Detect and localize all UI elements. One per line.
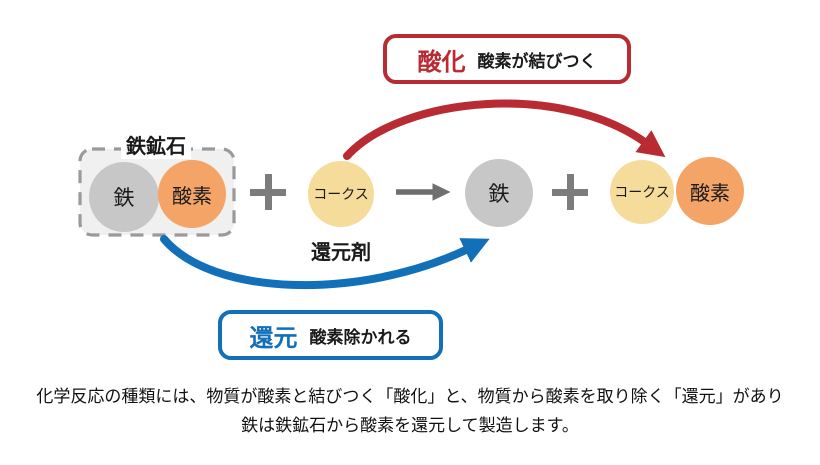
plus-bar-vertical [566, 174, 574, 210]
coke-circle: コークス [308, 161, 374, 227]
plus-icon [250, 174, 286, 210]
reduction-description: 酸素除かれる [309, 327, 412, 347]
reduction-title: 還元 [249, 324, 298, 352]
explanation-line-2: 鉄は鉄鉱石から酸素を還元して製造します。 [241, 415, 579, 435]
explanation-text: 化学反応の種類には、物質が酸素と結びつく「酸化」と、物質から酸素を取り除く「還元… [0, 383, 820, 440]
reduction-label-box: 還元 酸素除かれる [218, 310, 443, 360]
plus-icon [552, 174, 588, 210]
result-iron-circle: 鉄 [465, 159, 533, 227]
result-coke-circle: コークス [610, 160, 674, 224]
iron-ore-label: 鉄鉱石 [121, 130, 191, 159]
oxidation-title: 酸化 [417, 48, 466, 76]
explanation-line-1: 化学反応の種類には、物質が酸素と結びつく「酸化」と、物質から酸素を取り除く「還元… [36, 387, 784, 406]
reduction-arrow-icon [160, 235, 490, 290]
result-oxygen-circle: 酸素 [676, 157, 744, 225]
oxygen-atom-circle: 酸素 [158, 160, 226, 228]
oxidation-arrow-icon [343, 99, 666, 160]
plus-bar-vertical [264, 174, 272, 210]
oxidation-description: 酸素が結びつく [477, 51, 597, 71]
oxidation-label-box: 酸化 酸素が結びつく [383, 34, 631, 84]
reducing-agent-caption: 還元剤 [311, 242, 371, 264]
iron-atom-circle: 鉄 [89, 162, 159, 232]
